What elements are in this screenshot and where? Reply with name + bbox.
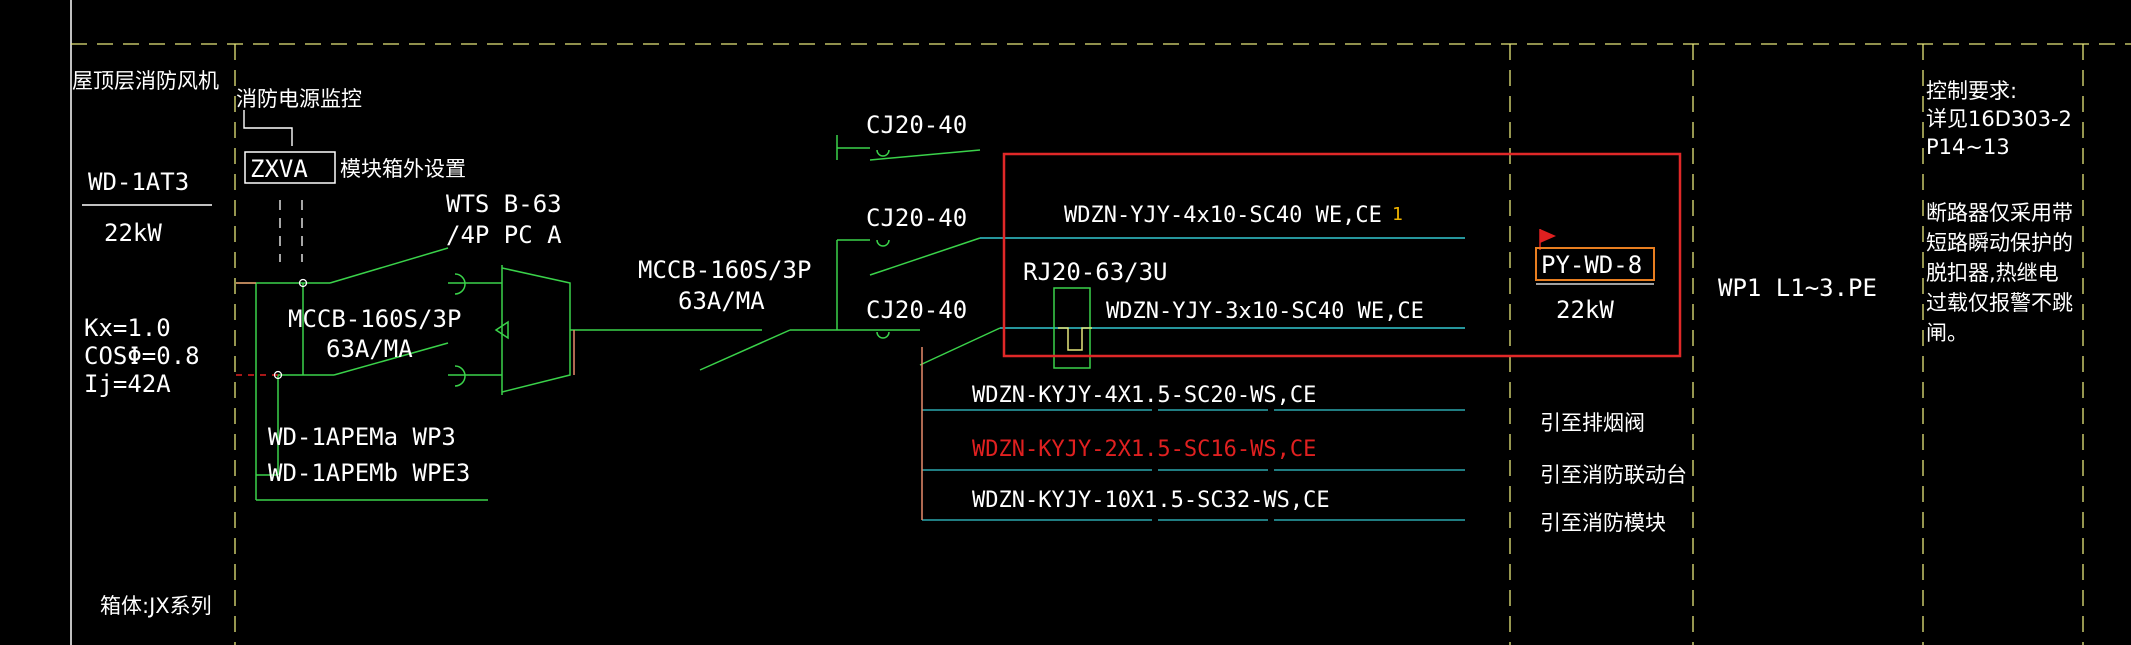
c1-arc xyxy=(876,149,890,157)
feed-b-label: WD-1APEMb WPE3 xyxy=(268,459,470,487)
destinations: 引至排烟阀 引至消防联动台 引至消防模块 xyxy=(1540,411,1687,535)
supply-section: 消防电源监控 ZXVA 模块箱外设置 xyxy=(236,87,870,501)
zxva-box xyxy=(244,151,336,184)
highlight-box xyxy=(1002,152,1682,358)
relay-element xyxy=(1058,327,1092,351)
load-power: 22kW xyxy=(1556,296,1614,324)
mccb2-model: MCCB-160S/3P xyxy=(638,256,811,284)
monitor-node-a xyxy=(298,278,308,288)
mccb1-arc-a xyxy=(454,273,466,295)
c1-blade xyxy=(869,149,981,161)
notes-ref-2: P14~13 xyxy=(1926,135,2010,159)
contactor-3-label: CJ20-40 xyxy=(866,296,967,324)
wts-model: WTS B-63 xyxy=(446,190,562,218)
c3-blade xyxy=(919,327,1001,366)
panel-ij: Ij=42A xyxy=(84,370,171,398)
control-cable-2-label: WDZN-KYJY-2X1.5-SC16-WS,CE xyxy=(972,437,1316,462)
module-note: 模块箱外设置 xyxy=(340,157,466,181)
panel-name: WD-1AT3 xyxy=(88,168,189,196)
wts-arm-a xyxy=(501,267,571,330)
panel-cos: COSΦ=0.8 xyxy=(84,342,200,370)
load-flag xyxy=(1540,229,1556,243)
notes-line-4: 过载仅报警不跳 xyxy=(1926,291,2073,315)
circuit-label: WP1 L1~3.PE xyxy=(1718,274,1877,302)
power-cable-1-index: 1 xyxy=(1392,204,1403,225)
c2-blade xyxy=(869,237,981,276)
control-cable-1-label: WDZN-KYJY-4X1.5-SC20-WS,CE xyxy=(972,383,1316,408)
notes-line-3: 脱扣器,热继电 xyxy=(1926,261,2059,285)
mccb1-arc-b xyxy=(454,365,466,387)
destination-2: 引至消防联动台 xyxy=(1540,463,1687,487)
control-cable-3-label: WDZN-KYJY-10X1.5-SC32-WS,CE xyxy=(972,488,1330,513)
notes-title: 控制要求: xyxy=(1926,79,2017,103)
destination-1: 引至排烟阀 xyxy=(1540,411,1645,435)
panel-title: 屋顶层消防风机 xyxy=(72,69,219,93)
supply-wires xyxy=(236,247,870,501)
control-cables xyxy=(922,409,1465,521)
mccb1-model: MCCB-160S/3P xyxy=(288,305,461,333)
notes-line-5: 闸。 xyxy=(1926,321,1968,345)
mccb2-setting: 63A/MA xyxy=(678,287,765,315)
notes-line-2: 短路瞬动保护的 xyxy=(1926,231,2073,255)
contactor-wires xyxy=(836,135,1465,366)
zxva-label: ZXVA xyxy=(250,155,308,183)
contactor-1-label: CJ20-40 xyxy=(866,111,967,139)
panel-power: 22kW xyxy=(104,219,162,247)
feed-a-label: WD-1APEMa WP3 xyxy=(268,423,456,451)
contactor-2-label: CJ20-40 xyxy=(866,204,967,232)
monitor-label: 消防电源监控 xyxy=(236,87,362,111)
mccb1-setting: 63A/MA xyxy=(326,335,413,363)
panel-box-type: 箱体:JX系列 xyxy=(100,594,212,618)
notes-ref-1: 详见16D303-2 xyxy=(1926,107,2072,131)
relay-label: RJ20-63/3U xyxy=(1023,258,1168,286)
c2-arc xyxy=(876,239,890,247)
monitor-node-b xyxy=(273,370,283,380)
grid-dash-lines xyxy=(71,43,2131,645)
power-cable-2-label: WDZN-YJY-3x10-SC40 WE,CE xyxy=(1106,299,1424,324)
contactor-section: CJ20-40 CJ20-40 CJ20-40 RJ20-63/3U WDZN-… xyxy=(836,111,1465,521)
mccb2-blade xyxy=(699,329,791,371)
mccb1-blade-a xyxy=(329,247,449,284)
load-block: PY-WD-8 22kW xyxy=(1535,229,1655,324)
control-notes: 控制要求: 详见16D303-2 P14~13 断路器仅采用带 短路瞬动保护的 … xyxy=(1926,79,2073,345)
wts-marker xyxy=(494,320,509,340)
notes-line-1: 断路器仅采用带 xyxy=(1926,201,2073,225)
destination-3: 引至消防模块 xyxy=(1540,511,1666,535)
panel-kx: Kx=1.0 xyxy=(84,314,171,342)
wts-arm-b xyxy=(501,330,571,393)
power-cable-1-label: WDZN-YJY-4x10-SC40 WE,CE xyxy=(1064,203,1382,228)
monitor-lead xyxy=(243,110,293,146)
c3-arc xyxy=(876,331,890,339)
wts-spec: /4P PC A xyxy=(446,221,562,249)
load-tag-box xyxy=(1535,247,1655,281)
mccb1-blade-b xyxy=(333,342,449,376)
main-column: 屋顶层消防风机 WD-1AT3 22kW Kx=1.0 COSΦ=0.8 Ij=… xyxy=(72,69,219,618)
load-tag: PY-WD-8 xyxy=(1541,251,1642,279)
